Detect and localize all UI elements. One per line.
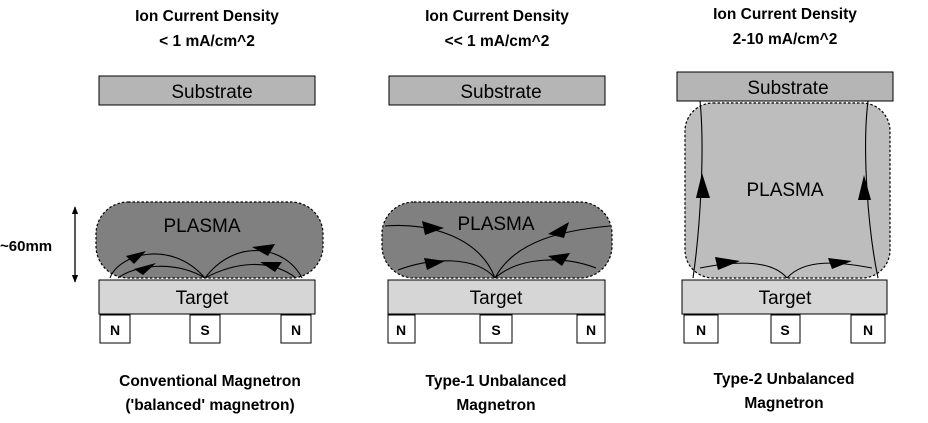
panel-1-target bbox=[98, 279, 316, 315]
panel-1-arrowheads bbox=[126, 244, 282, 275]
panel-3-magnet-label: N bbox=[696, 322, 706, 338]
panel-3-magnet-n-right bbox=[850, 314, 886, 344]
panel-1-target-label: Target bbox=[176, 288, 230, 309]
panel-3-magnet-s bbox=[770, 314, 801, 344]
panel-1-field-line bbox=[204, 263, 297, 279]
panel-3-substrate bbox=[676, 71, 894, 102]
panel-2-field-line bbox=[494, 225, 611, 279]
panel-1-field-lines bbox=[109, 250, 303, 279]
panel-2-field-line bbox=[494, 259, 597, 279]
panel-2-magnet-s bbox=[479, 314, 513, 344]
dimension-label: ~60mm bbox=[0, 238, 52, 255]
panel-2-field-lines bbox=[384, 224, 611, 279]
panel-3-field-line bbox=[786, 262, 873, 279]
panel-3-magnet-n-left bbox=[683, 314, 719, 344]
panel-3-caption-line1: Type-2 Unbalanced bbox=[714, 371, 855, 388]
panel-3-caption-line2: Magnetron bbox=[744, 395, 823, 412]
panel-3-field-line bbox=[699, 262, 788, 279]
panel-3-target-label: Target bbox=[759, 288, 813, 309]
panel-3-arrow bbox=[828, 258, 852, 269]
dimension-indicator: ~60mm bbox=[0, 206, 79, 283]
panel-3-plasma bbox=[684, 102, 891, 279]
panel-1-magnet-s bbox=[189, 314, 221, 344]
panel-1-arrow bbox=[134, 263, 156, 275]
panel-3-magnet-label: N bbox=[863, 322, 873, 338]
panel-1-header-line1: Ion Current Density bbox=[135, 8, 279, 25]
panel-2-magnet-label: S bbox=[491, 322, 500, 338]
panel-2-substrate-label: Substrate bbox=[460, 82, 541, 103]
panel-3-header-line1: Ion Current Density bbox=[713, 6, 857, 23]
panel-3-substrate-label: Substrate bbox=[747, 78, 828, 99]
panel-1-arrow bbox=[252, 244, 275, 256]
panel-2-caption-line2: Magnetron bbox=[456, 397, 535, 414]
panel-2-target-label: Target bbox=[470, 288, 524, 309]
panel-2-arrow bbox=[424, 258, 445, 270]
panel-2-caption-line1: Type-1 Unbalanced bbox=[426, 373, 567, 390]
panel-3-plasma-label: PLASMA bbox=[746, 180, 823, 201]
panel-conventional: Ion Current Density < 1 mA/cm^2 Substrat… bbox=[95, 8, 324, 414]
panel-1-field-line bbox=[117, 265, 206, 279]
panel-1-field-line bbox=[109, 253, 206, 279]
panel-2-plasma-label: PLASMA bbox=[457, 214, 534, 235]
panel-1-magnet-n-left bbox=[99, 314, 131, 344]
panel-1-plasma bbox=[95, 201, 324, 279]
panel-2-header-line2: << 1 mA/cm^2 bbox=[445, 33, 550, 50]
panel-3-arrowheads bbox=[696, 173, 871, 270]
panel-2-magnet-n-left bbox=[387, 314, 416, 344]
panel-1-arrow bbox=[126, 251, 146, 264]
panel-1-arrow bbox=[260, 262, 282, 272]
panel-2-arrow bbox=[548, 222, 569, 238]
panel-1-magnet-label: N bbox=[291, 322, 301, 338]
panel-1-plasma-label: PLASMA bbox=[163, 216, 240, 237]
panel-2-target bbox=[387, 279, 606, 315]
panel-2-magnet-label: N bbox=[586, 322, 596, 338]
panel-2-magnet-n-right bbox=[576, 314, 606, 344]
panel-2-field-line bbox=[397, 260, 496, 279]
panel-2-substrate bbox=[388, 75, 606, 106]
panel-3-magnet-label: S bbox=[780, 322, 789, 338]
panel-1-magnet-n-right bbox=[280, 314, 312, 344]
panel-type2: Ion Current Density 2-10 mA/cm^2 PLASMA … bbox=[676, 6, 894, 412]
panel-2-magnet-label: N bbox=[396, 322, 406, 338]
panel-2-arrow bbox=[422, 221, 444, 235]
panel-1-magnet-label: N bbox=[110, 322, 120, 338]
panel-type1: Ion Current Density << 1 mA/cm^2 Substra… bbox=[381, 8, 613, 414]
panel-1-substrate bbox=[98, 75, 316, 106]
panel-3-arrow bbox=[858, 175, 871, 200]
panel-3-header-line2: 2-10 mA/cm^2 bbox=[733, 31, 838, 48]
panel-2-arrowheads bbox=[422, 221, 570, 270]
panel-1-caption-line2: ('balanced' magnetron) bbox=[125, 397, 294, 414]
panel-3-target bbox=[681, 279, 888, 315]
panel-1-field-line bbox=[204, 250, 303, 279]
panel-3-arrow bbox=[696, 173, 710, 198]
panel-2-arrow bbox=[548, 253, 570, 266]
panel-3-arrow bbox=[715, 257, 740, 270]
panel-2-header-line1: Ion Current Density bbox=[425, 8, 569, 25]
panel-1-header-line2: < 1 mA/cm^2 bbox=[159, 33, 255, 50]
panel-1-caption-line1: Conventional Magnetron bbox=[119, 373, 301, 390]
panel-2-field-line bbox=[384, 224, 496, 279]
panel-1-magnet-label: S bbox=[200, 322, 209, 338]
panel-1-substrate-label: Substrate bbox=[171, 82, 252, 103]
